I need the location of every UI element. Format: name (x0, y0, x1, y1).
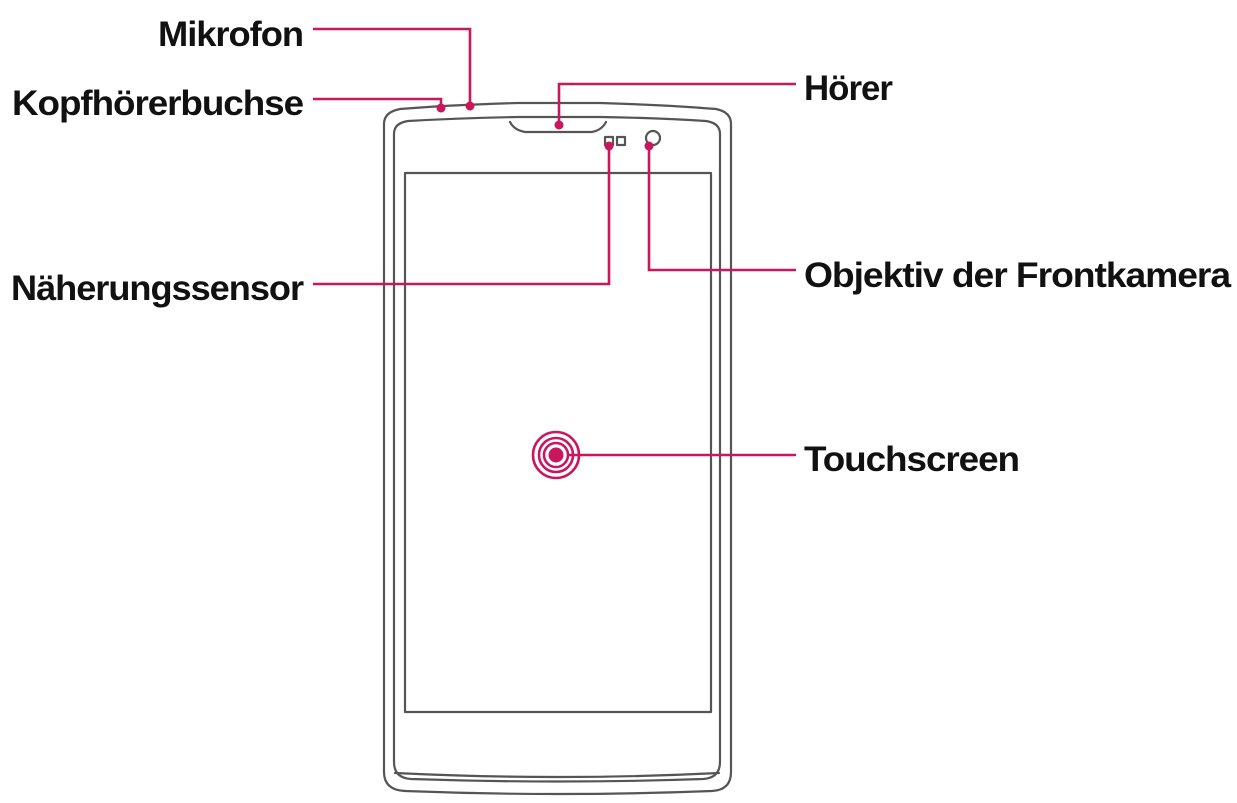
earpiece-notch (508, 120, 608, 134)
dot-front-camera (644, 141, 654, 151)
touch-ring-inner (542, 441, 570, 469)
dot-microphone (465, 101, 475, 111)
phone-bottom-rim (393, 771, 721, 779)
dot-headphone-jack (436, 103, 446, 113)
label-front-camera: Objektiv der Frontkamera (804, 256, 1232, 295)
touch-dot (548, 447, 564, 463)
leader-proximity-sensor (313, 148, 611, 286)
phone-body (382, 101, 733, 796)
label-microphone: Mikrofon (158, 15, 303, 54)
leader-lines (313, 27, 796, 457)
touch-ring-outer (531, 430, 581, 480)
dot-earpiece (554, 120, 564, 130)
screen-panel (403, 171, 713, 714)
sensor-square-right (615, 135, 627, 147)
leader-headphone-jack (313, 97, 443, 106)
label-headphone-jack: Kopfhörerbuchse (12, 84, 304, 123)
leader-microphone (313, 27, 472, 104)
label-proximity-sensor: Näherungssensor (11, 269, 304, 308)
leader-earpiece (557, 82, 796, 123)
leader-front-camera (647, 148, 796, 272)
label-earpiece: Hörer (804, 69, 893, 108)
touch-target-icon (531, 430, 581, 480)
touch-ring-middle (537, 436, 575, 474)
labels: Mikrofon Kopfhörerbuchse Hörer Näherungs… (11, 15, 1233, 479)
label-touchscreen: Touchscreen (804, 440, 1019, 479)
dot-proximity-sensor (604, 141, 614, 151)
phone-inner-bezel (392, 115, 722, 783)
